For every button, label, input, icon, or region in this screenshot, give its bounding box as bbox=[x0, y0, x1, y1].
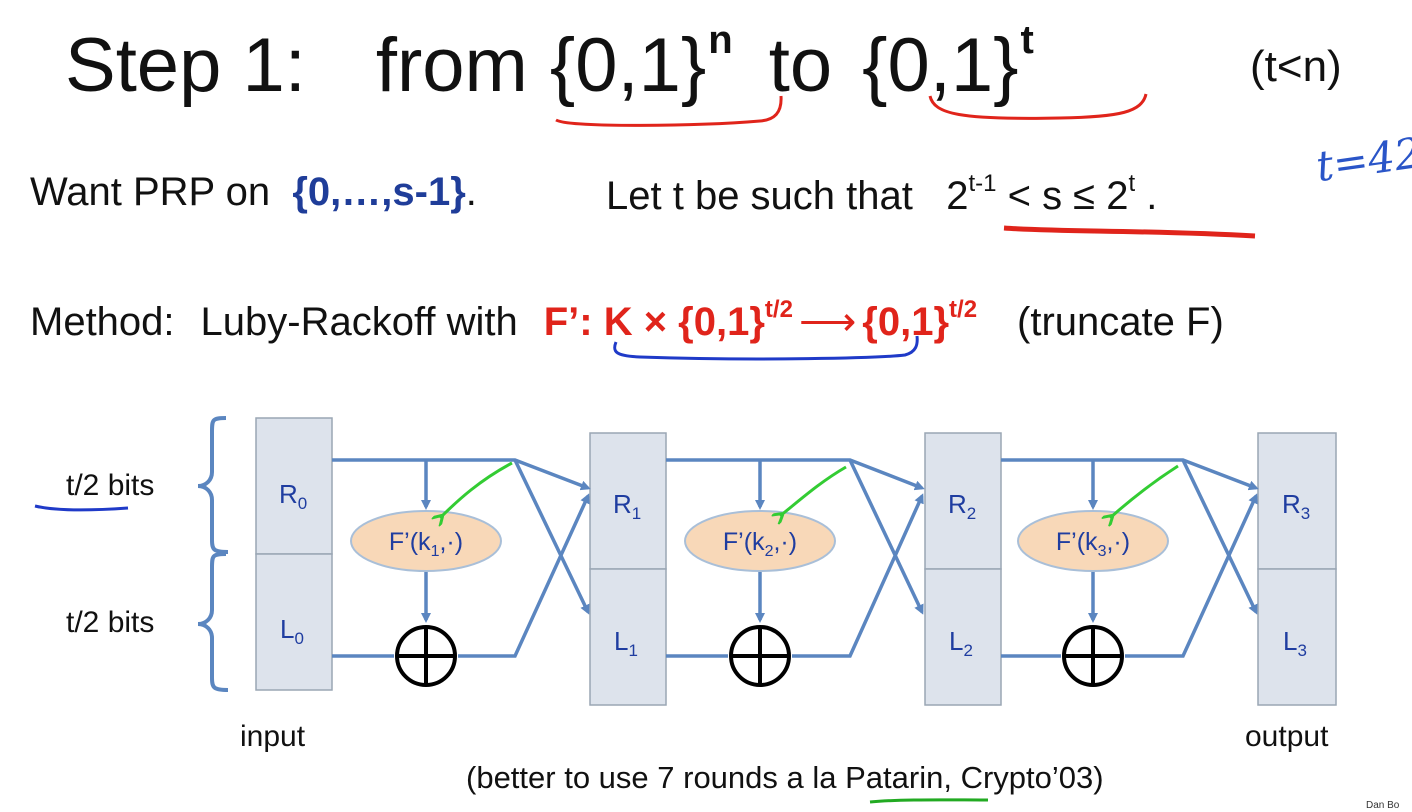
green-arrow-3 bbox=[1110, 464, 1179, 518]
round3-r-line bbox=[1001, 458, 1259, 491]
want-period: . bbox=[465, 170, 477, 214]
want-line: Want PRP on {0,…,s-1}. bbox=[30, 170, 477, 215]
label-l0: L0 bbox=[280, 614, 304, 648]
round1-cross bbox=[513, 459, 590, 615]
round2-cross bbox=[848, 459, 924, 615]
title-exp-n: n bbox=[708, 18, 733, 62]
bracket-bottom bbox=[197, 552, 229, 692]
input-label: input bbox=[240, 720, 306, 753]
green-arrow-2 bbox=[780, 465, 847, 516]
round1-r-line bbox=[332, 458, 591, 491]
ineq-base: 2 bbox=[946, 174, 969, 218]
method-range: {0,1} bbox=[862, 300, 950, 344]
method-note: (truncate F) bbox=[1017, 300, 1224, 344]
underline-patarin bbox=[869, 798, 989, 804]
round2-xor-out bbox=[792, 493, 924, 658]
box-r1 bbox=[589, 432, 667, 570]
round2-r-line bbox=[666, 458, 925, 491]
box-l3 bbox=[1257, 568, 1337, 706]
method-exp2: t/2 bbox=[949, 296, 978, 323]
function-label-2: F’(k2,·) bbox=[723, 528, 797, 560]
label-l3: L3 bbox=[1283, 626, 1307, 660]
label-l1: L1 bbox=[614, 626, 638, 660]
footer-post: , Crypto’03) bbox=[943, 760, 1104, 795]
bracket-top bbox=[197, 416, 229, 554]
title-exp-t: t bbox=[1020, 18, 1034, 62]
function-ellipse-2 bbox=[684, 510, 836, 572]
underline-fprime bbox=[613, 335, 919, 361]
ineq-mid: < s ≤ 2 bbox=[996, 174, 1129, 218]
xor-icon-1 bbox=[395, 625, 457, 687]
underline-bits bbox=[34, 504, 129, 512]
box-l2 bbox=[924, 568, 1002, 706]
label-l2: L2 bbox=[949, 626, 973, 660]
footer-note: (better to use 7 rounds a la Patarin, Cr… bbox=[466, 760, 1104, 796]
method-fprime: F’: K × {0,1} bbox=[543, 300, 765, 344]
underline-set-n bbox=[555, 95, 783, 127]
title-set-t: {0,1} bbox=[862, 23, 1019, 108]
box-l0 bbox=[255, 553, 333, 691]
function-label-3: F’(k3,·) bbox=[1056, 528, 1130, 560]
footer-pre: (better to use 7 rounds a la bbox=[466, 760, 846, 795]
xor-icon-3 bbox=[1062, 625, 1124, 687]
let-text: Let t be such that bbox=[606, 174, 913, 218]
want-prefix: Want PRP on bbox=[30, 170, 271, 214]
function-label-1: F’(k1,·) bbox=[389, 528, 463, 560]
title-condition: (t<n) bbox=[1250, 42, 1342, 91]
top-bits-label: t/2 bits bbox=[66, 469, 154, 502]
let-line: Let t be such that 2t-1 < s ≤ 2t . bbox=[606, 170, 1157, 219]
label-r2: R2 bbox=[948, 489, 976, 523]
label-r3: R3 bbox=[1282, 489, 1310, 523]
xor-icon-2 bbox=[729, 625, 791, 687]
box-l1 bbox=[589, 568, 667, 706]
round3-xor-out bbox=[1125, 493, 1258, 658]
label-r0: R0 bbox=[279, 479, 307, 513]
title-step: Step 1: bbox=[65, 23, 306, 108]
ineq-end: . bbox=[1135, 174, 1158, 218]
underline-set-t bbox=[928, 93, 1148, 120]
function-ellipse-1 bbox=[350, 510, 502, 572]
green-arrow-1 bbox=[440, 461, 513, 518]
method-text: Luby-Rackoff with bbox=[200, 300, 518, 344]
ineq-exp2: t bbox=[1128, 170, 1136, 197]
label-r1: R1 bbox=[613, 489, 641, 523]
want-set: {0,…,s-1} bbox=[292, 170, 466, 214]
method-exp1: t/2 bbox=[764, 296, 793, 323]
method-arrow: ⟶ bbox=[798, 300, 857, 344]
output-label: output bbox=[1245, 720, 1329, 753]
footer-patarin: Patarin bbox=[845, 760, 944, 795]
underline-inequality bbox=[1003, 225, 1256, 239]
function-ellipse-3 bbox=[1017, 510, 1169, 572]
bottom-bits-label: t/2 bits bbox=[66, 606, 154, 639]
author-credit: Dan Bo bbox=[1366, 800, 1400, 811]
method-label: Method: bbox=[30, 300, 175, 344]
round1-xor-out bbox=[458, 493, 590, 658]
ineq-exp1: t-1 bbox=[968, 170, 997, 197]
round3-cross bbox=[1181, 459, 1258, 615]
title-to: to bbox=[768, 23, 833, 108]
title-from: from bbox=[375, 23, 528, 108]
box-r2 bbox=[924, 432, 1002, 570]
box-r0 bbox=[255, 417, 333, 555]
title-set-n: {0,1} bbox=[549, 23, 707, 108]
box-r3 bbox=[1257, 432, 1337, 570]
